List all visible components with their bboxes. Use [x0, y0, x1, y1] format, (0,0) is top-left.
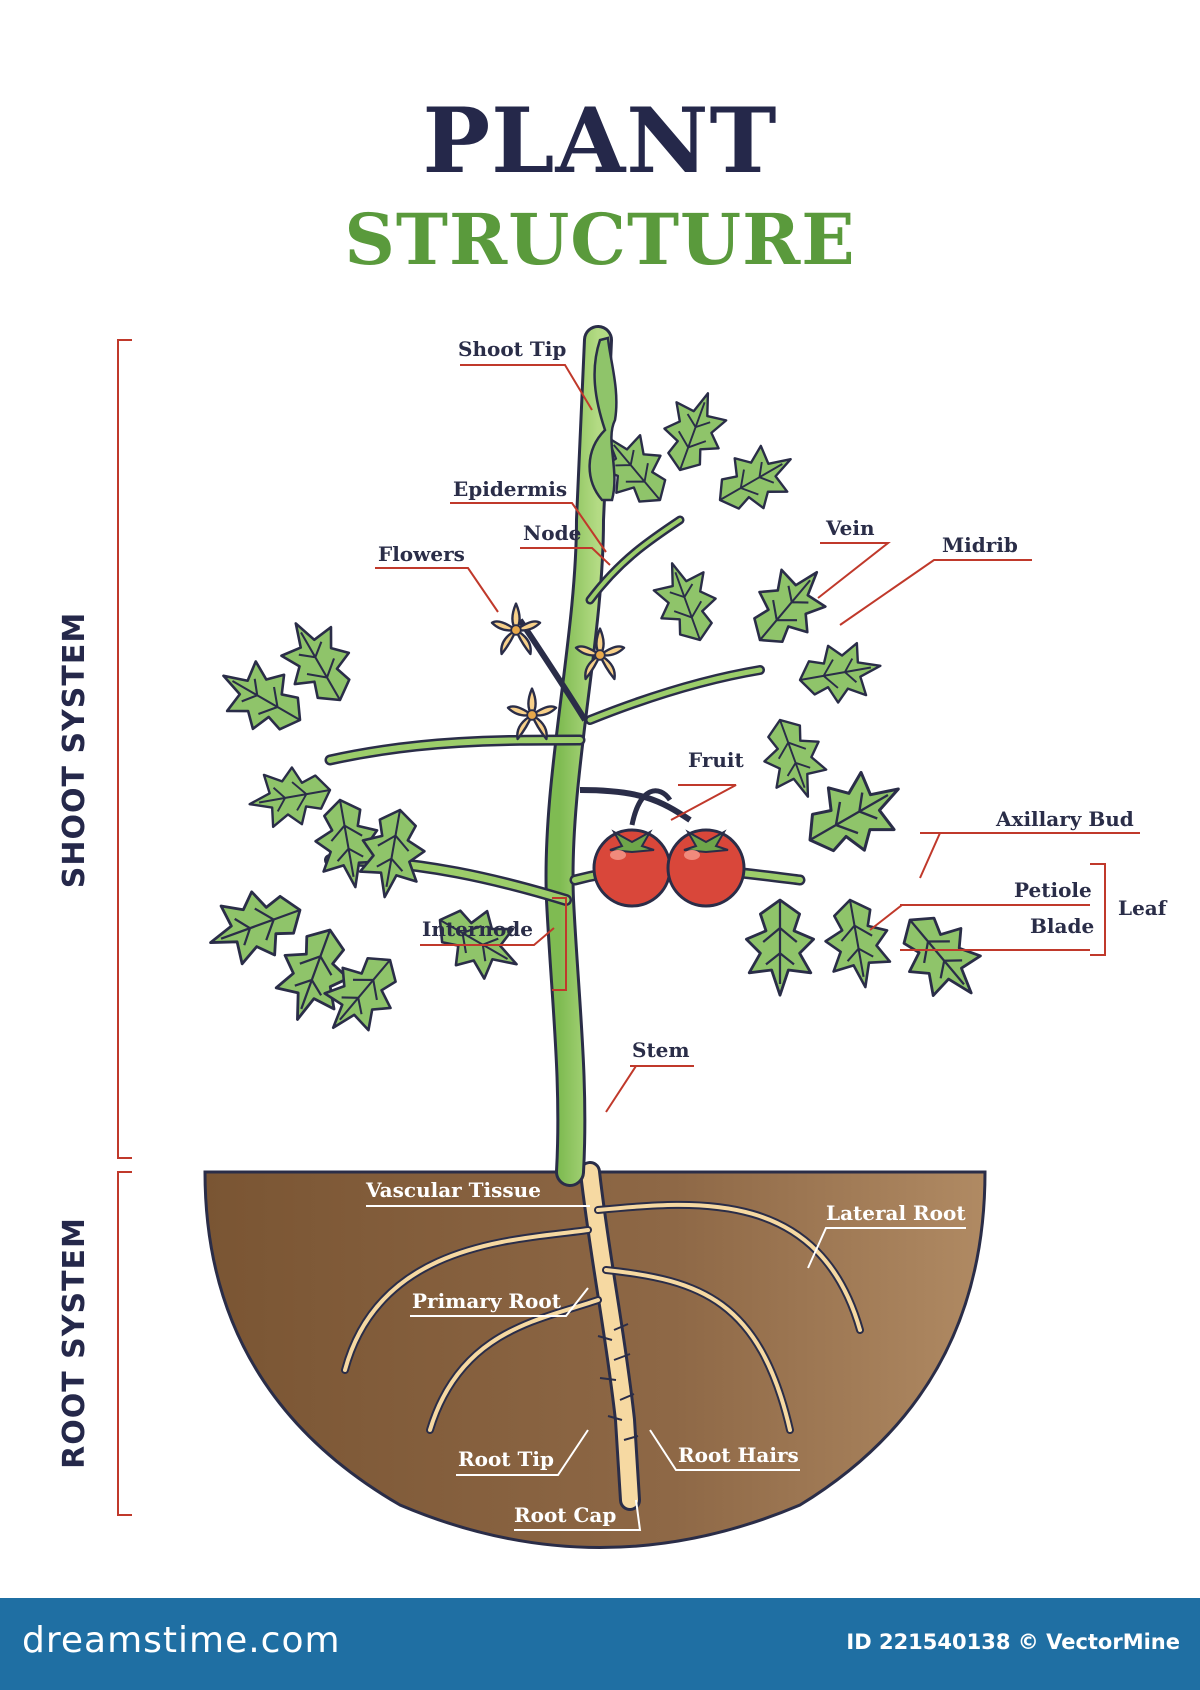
shoot-system-label: SHOOT SYSTEM — [57, 612, 92, 888]
label-primary-root: Primary Root — [412, 1289, 562, 1313]
root-leader-lines — [366, 1205, 966, 1531]
label-lateral-root: Lateral Root — [826, 1201, 966, 1225]
label-shoot-tip: Shoot Tip — [458, 337, 566, 361]
label-vein: Vein — [825, 516, 875, 540]
label-epidermis: Epidermis — [453, 477, 567, 501]
leader-lines — [375, 364, 1140, 1113]
plant-structure-diagram: SHOOT SYSTEM ROOT SYSTEM Shoot Tip Epide… — [57, 325, 1168, 1549]
shoot-system-bracket — [117, 339, 132, 1159]
label-leaf: Leaf — [1118, 896, 1168, 920]
stem-drawing — [324, 325, 806, 1187]
root-system-label: ROOT SYSTEM — [57, 1217, 92, 1469]
label-axillary-bud: Axillary Bud — [995, 807, 1134, 831]
label-root-cap: Root Cap — [514, 1503, 616, 1527]
label-blade: Blade — [1030, 914, 1094, 938]
label-fruit: Fruit — [688, 748, 745, 772]
label-root-hairs: Root Hairs — [678, 1443, 799, 1467]
label-node: Node — [523, 521, 581, 545]
label-stem: Stem — [632, 1038, 690, 1062]
label-vascular-tissue: Vascular Tissue — [365, 1178, 541, 1202]
soil-ground — [203, 1170, 987, 1549]
title-plant: PLANT — [422, 88, 778, 194]
label-internode: Internode — [422, 917, 533, 941]
footer-bar: dreamstime.com ID 221540138 © VectorMine — [0, 1598, 1200, 1690]
label-flowers: Flowers — [378, 542, 465, 566]
root-system-bracket — [117, 1171, 132, 1516]
fruit-drawing — [592, 788, 746, 908]
title-structure: STRUCTURE — [344, 198, 856, 281]
label-root-tip: Root Tip — [458, 1447, 554, 1471]
label-petiole: Petiole — [1014, 878, 1092, 902]
root-system-drawing — [341, 1161, 864, 1511]
footer-image-id: ID 221540138 © VectorMine — [846, 1630, 1180, 1654]
footer-brand[interactable]: dreamstime.com — [22, 1620, 341, 1661]
shoot-tip-drawing — [588, 336, 618, 502]
label-midrib: Midrib — [942, 533, 1018, 557]
